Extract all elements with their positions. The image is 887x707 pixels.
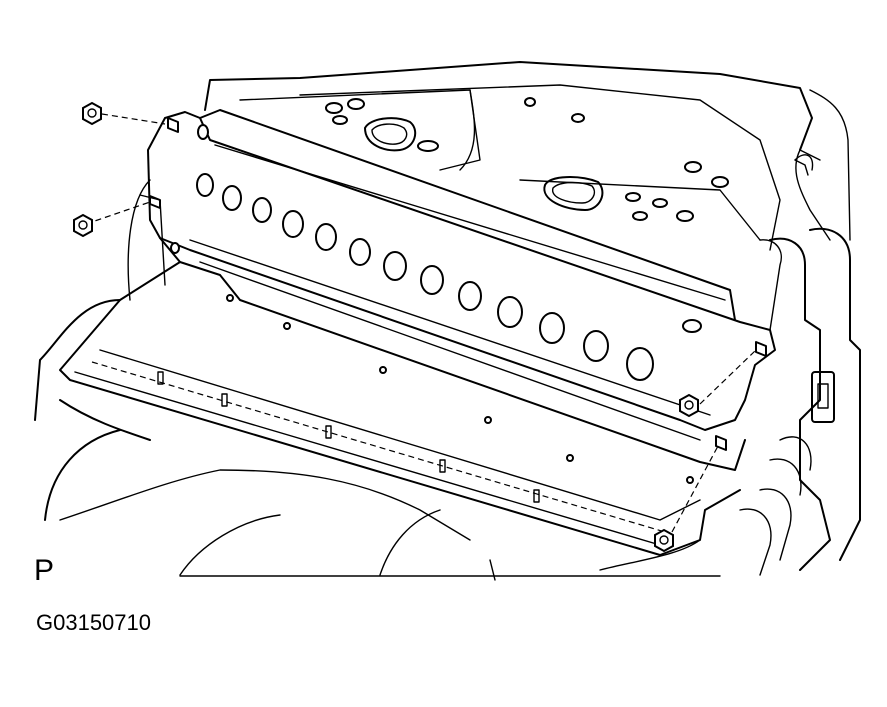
seat-cushion-background — [34, 61, 851, 581]
stud-bolt-icon — [755, 341, 767, 357]
hex-nut-icon — [679, 393, 699, 418]
right-side-frame — [739, 149, 861, 576]
stud-bolt-icon — [149, 195, 161, 209]
seat-pan-holes — [325, 97, 729, 222]
stud-bolt-icon — [167, 117, 179, 133]
fasteners — [73, 101, 767, 553]
seat-front-panel — [59, 261, 741, 556]
hex-nut-icon — [654, 528, 674, 553]
figure-code-label: G03150710 — [36, 610, 151, 635]
view-letter-label: P — [34, 554, 55, 587]
seat-cross-member — [147, 109, 776, 484]
stud-bolt-icon — [715, 435, 727, 451]
hex-nut-icon — [82, 101, 102, 126]
hex-nut-icon — [73, 213, 93, 238]
